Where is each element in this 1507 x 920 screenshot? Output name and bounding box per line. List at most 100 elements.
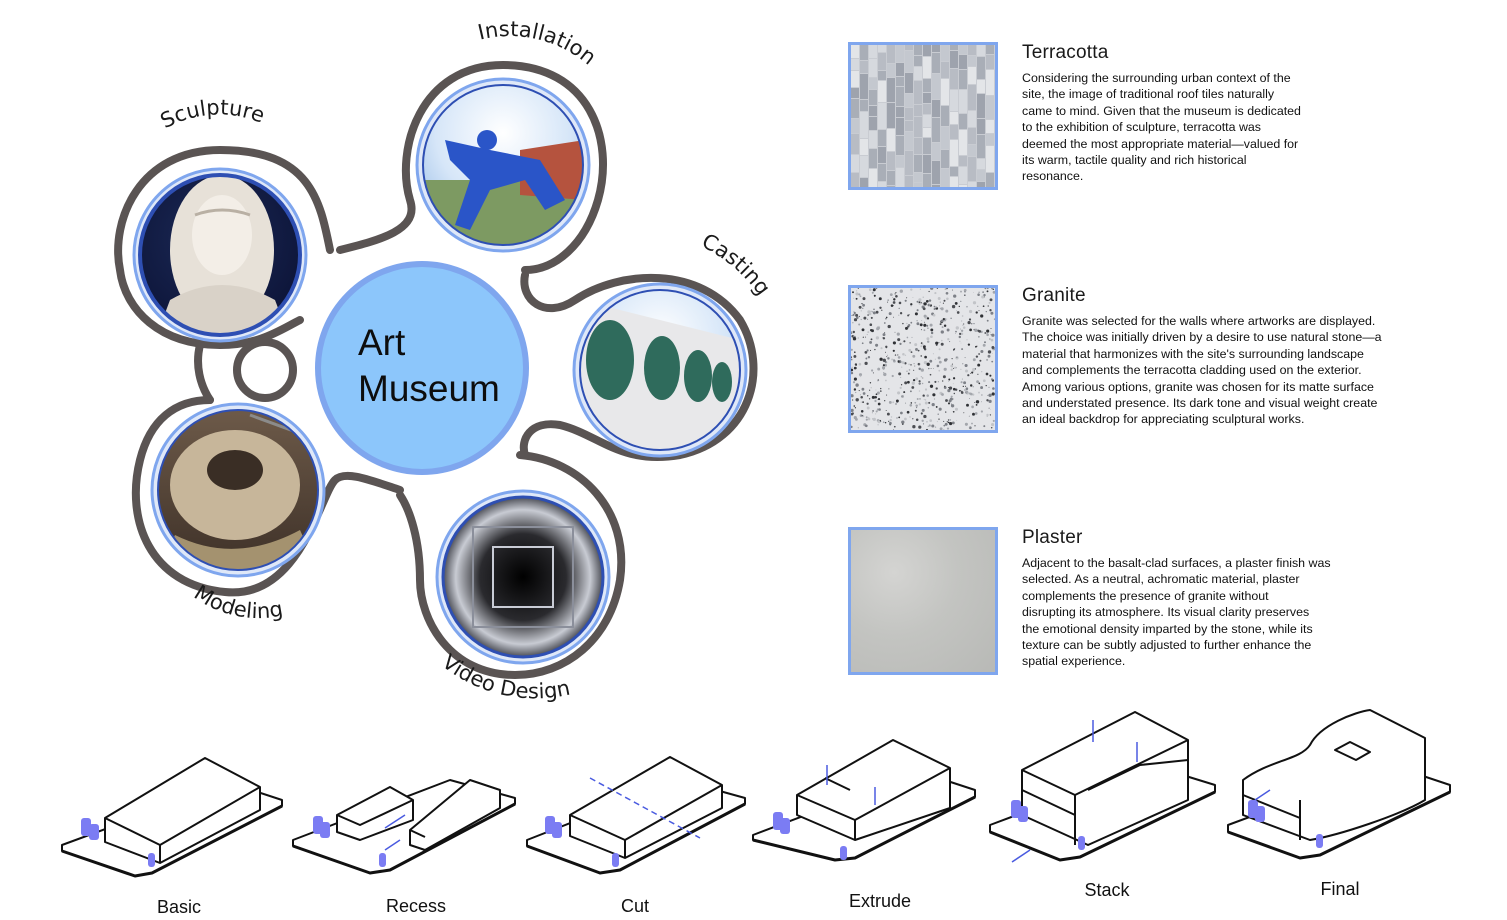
- speckle: [917, 349, 920, 352]
- speckle: [908, 369, 911, 371]
- tile: [968, 182, 976, 187]
- speckle: [948, 399, 952, 403]
- speckle: [855, 292, 859, 296]
- step-label-cut: Cut: [620, 896, 649, 916]
- speckle: [876, 391, 880, 395]
- speckle: [971, 422, 973, 425]
- tile: [851, 71, 859, 87]
- speckle: [952, 398, 954, 400]
- tile: [860, 139, 868, 155]
- speckle: [874, 348, 876, 351]
- tile: [860, 100, 868, 111]
- node-label-modeling: Modeling: [190, 580, 285, 623]
- speckle: [964, 422, 968, 426]
- speckle: [897, 360, 900, 363]
- speckle: [978, 382, 981, 385]
- speckle: [964, 363, 968, 368]
- speckle: [965, 390, 969, 394]
- speckle: [982, 379, 986, 383]
- speckle: [853, 388, 857, 391]
- speckle: [970, 322, 973, 325]
- speckle: [946, 421, 948, 423]
- speckle: [891, 358, 894, 361]
- speckle: [992, 419, 995, 422]
- speckle: [940, 342, 944, 346]
- speckle: [881, 309, 883, 311]
- tile: [878, 182, 886, 187]
- speckle: [867, 310, 871, 314]
- tile: [986, 45, 994, 54]
- speckle: [879, 390, 882, 392]
- speckle: [956, 356, 958, 359]
- speckle: [853, 354, 857, 358]
- speckle: [923, 398, 925, 400]
- tile: [851, 134, 859, 154]
- speckle: [962, 385, 964, 388]
- speckle: [852, 291, 854, 294]
- speckle: [859, 375, 862, 378]
- tile: [905, 73, 913, 93]
- tile: [959, 55, 967, 69]
- speckle: [899, 386, 902, 390]
- speckle: [981, 295, 985, 299]
- speckle: [928, 290, 930, 293]
- speckle: [886, 356, 888, 358]
- speckle: [991, 333, 995, 337]
- tile: [887, 64, 895, 77]
- speckle: [887, 299, 890, 302]
- speckle: [855, 383, 859, 387]
- speckle: [855, 391, 857, 394]
- speckle: [905, 402, 907, 404]
- terracotta-swatch: [848, 42, 998, 190]
- tile: [905, 108, 913, 120]
- speckle: [885, 361, 888, 363]
- speckle: [863, 316, 867, 320]
- speckle: [869, 340, 873, 344]
- speckle: [885, 317, 887, 320]
- speckle: [976, 345, 978, 347]
- speckle: [871, 369, 874, 372]
- speckle: [961, 315, 964, 317]
- desc-line: deemed the most appropriate material—val…: [1022, 136, 1299, 151]
- speckle: [951, 421, 955, 425]
- speckle: [982, 291, 984, 293]
- speckle: [919, 363, 921, 365]
- speckle: [988, 301, 991, 304]
- speckle: [989, 309, 992, 312]
- speckle: [977, 305, 979, 307]
- tile: [896, 77, 904, 86]
- speckle: [940, 330, 944, 334]
- massing-cut: [526, 756, 746, 875]
- speckle: [870, 316, 873, 319]
- speckle: [967, 374, 970, 377]
- speckle: [902, 361, 905, 365]
- tile: [851, 99, 859, 118]
- speckle: [901, 394, 904, 398]
- speckle: [851, 332, 853, 334]
- speckle: [885, 409, 887, 412]
- speckle: [931, 402, 935, 407]
- speckle: [935, 405, 938, 408]
- desc-line: Adjacent to the basalt-clad surfaces, a …: [1022, 556, 1331, 570]
- tile: [923, 115, 931, 127]
- speckle: [865, 336, 867, 338]
- speckle: [988, 386, 990, 389]
- speckle: [893, 298, 896, 301]
- speckle: [946, 297, 949, 301]
- speckle: [993, 318, 995, 321]
- speckle: [970, 372, 972, 374]
- speckle: [875, 310, 879, 314]
- speckle: [960, 329, 964, 332]
- speckle: [858, 293, 861, 296]
- material-title: Terracotta: [1022, 42, 1109, 63]
- speckle: [899, 312, 903, 315]
- speckle: [860, 318, 862, 321]
- speckle: [938, 305, 941, 307]
- speckle: [978, 291, 980, 293]
- speckle: [893, 425, 896, 428]
- speckle: [920, 329, 922, 331]
- speckle: [959, 332, 962, 335]
- speckle: [990, 334, 992, 336]
- speckle: [885, 345, 888, 348]
- speckle: [867, 314, 869, 316]
